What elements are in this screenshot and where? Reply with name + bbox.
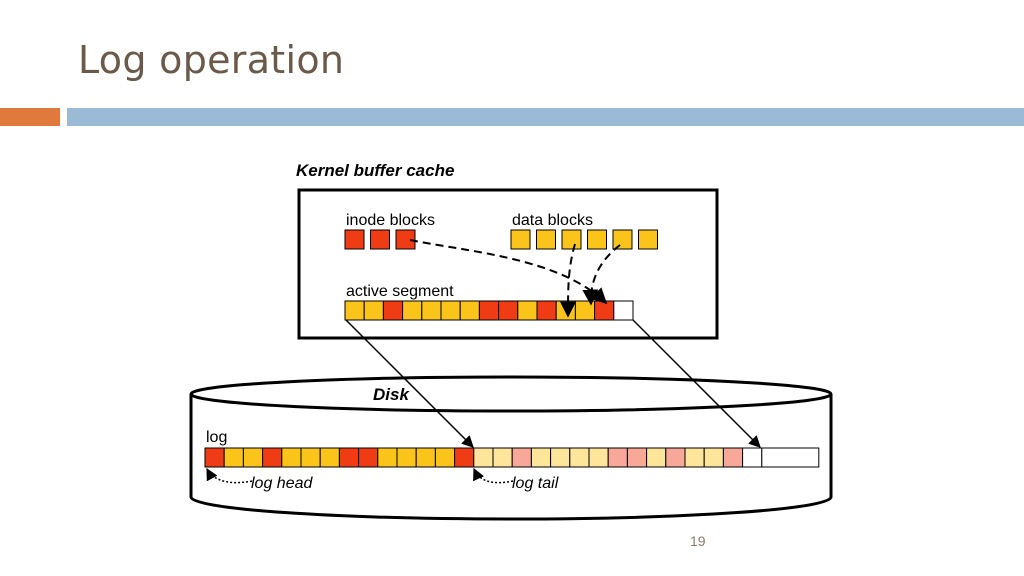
log-block [703,447,724,468]
log-tail-label: log tail [512,475,559,492]
segment-block [344,300,365,321]
log-block [242,447,264,468]
log-block [511,447,532,468]
page-number: 19 [690,533,706,549]
data-block [638,229,658,250]
segment-block [363,300,384,321]
disk-cylinder-top [189,375,833,413]
segment-block [536,300,557,321]
log-block [665,447,686,468]
log-block [550,447,571,468]
inode-blocks [344,229,416,250]
inode-block [395,229,416,250]
segment-block [498,300,519,321]
inode-block [370,229,390,250]
log-block [223,447,244,468]
inode-to-segment-arrow [409,239,608,305]
slide-title: Log operation [78,38,345,82]
segment-block [421,300,442,321]
segment-block [459,300,480,321]
title-accent-bar [0,108,60,126]
log-label: log [206,429,227,446]
log-block [319,447,340,468]
log-block [742,447,763,468]
data-blocks [510,229,658,250]
segment-end-arrow [632,319,761,448]
log-block [415,447,436,468]
segment-start-arrow [345,319,474,448]
data-to-segment-arrow-1 [560,243,577,318]
log-block [473,447,494,468]
log-block [607,447,628,468]
cache-title: Kernel buffer cache [296,161,454,180]
data-block [587,229,607,250]
log-block [396,447,417,468]
log-block [722,447,744,468]
segment-block [594,300,615,321]
title-rule-bar [67,108,1024,126]
log-block [569,447,590,468]
log-block [588,447,609,468]
active-segment [344,300,634,321]
segment-block [382,300,404,321]
log-block [434,447,456,468]
inode-blocks-label: inode blocks [346,212,435,229]
log-block [761,447,820,468]
log-block [530,447,552,468]
segment-block [440,300,461,321]
data-to-segment-arrow-2 [582,244,621,306]
log-block [262,447,283,468]
log-block [338,447,360,468]
log-block [684,447,705,468]
log-block [492,447,513,468]
log-block [281,447,302,468]
data-blocks-label: data blocks [512,212,593,229]
active-segment-label: active segment [346,283,454,300]
data-block [612,229,633,250]
segment-block [478,300,500,321]
log-block [454,447,475,468]
log-block [377,447,398,468]
log-block [204,447,225,468]
log-head-pointer [206,467,253,484]
log-block [626,447,648,468]
segment-block [517,300,538,321]
segment-block [402,300,423,321]
log-block [646,447,667,468]
log-blocks [204,447,820,468]
disk-label: Disk [373,385,410,404]
log-block [358,447,379,468]
log-head-label: log head [251,475,313,492]
log-block [300,447,321,468]
data-block [536,229,556,250]
inode-block [344,229,365,250]
log-tail-pointer [473,467,514,484]
segment-block [613,300,634,321]
data-block [561,229,582,250]
data-block [510,229,531,250]
segment-block [555,300,576,321]
